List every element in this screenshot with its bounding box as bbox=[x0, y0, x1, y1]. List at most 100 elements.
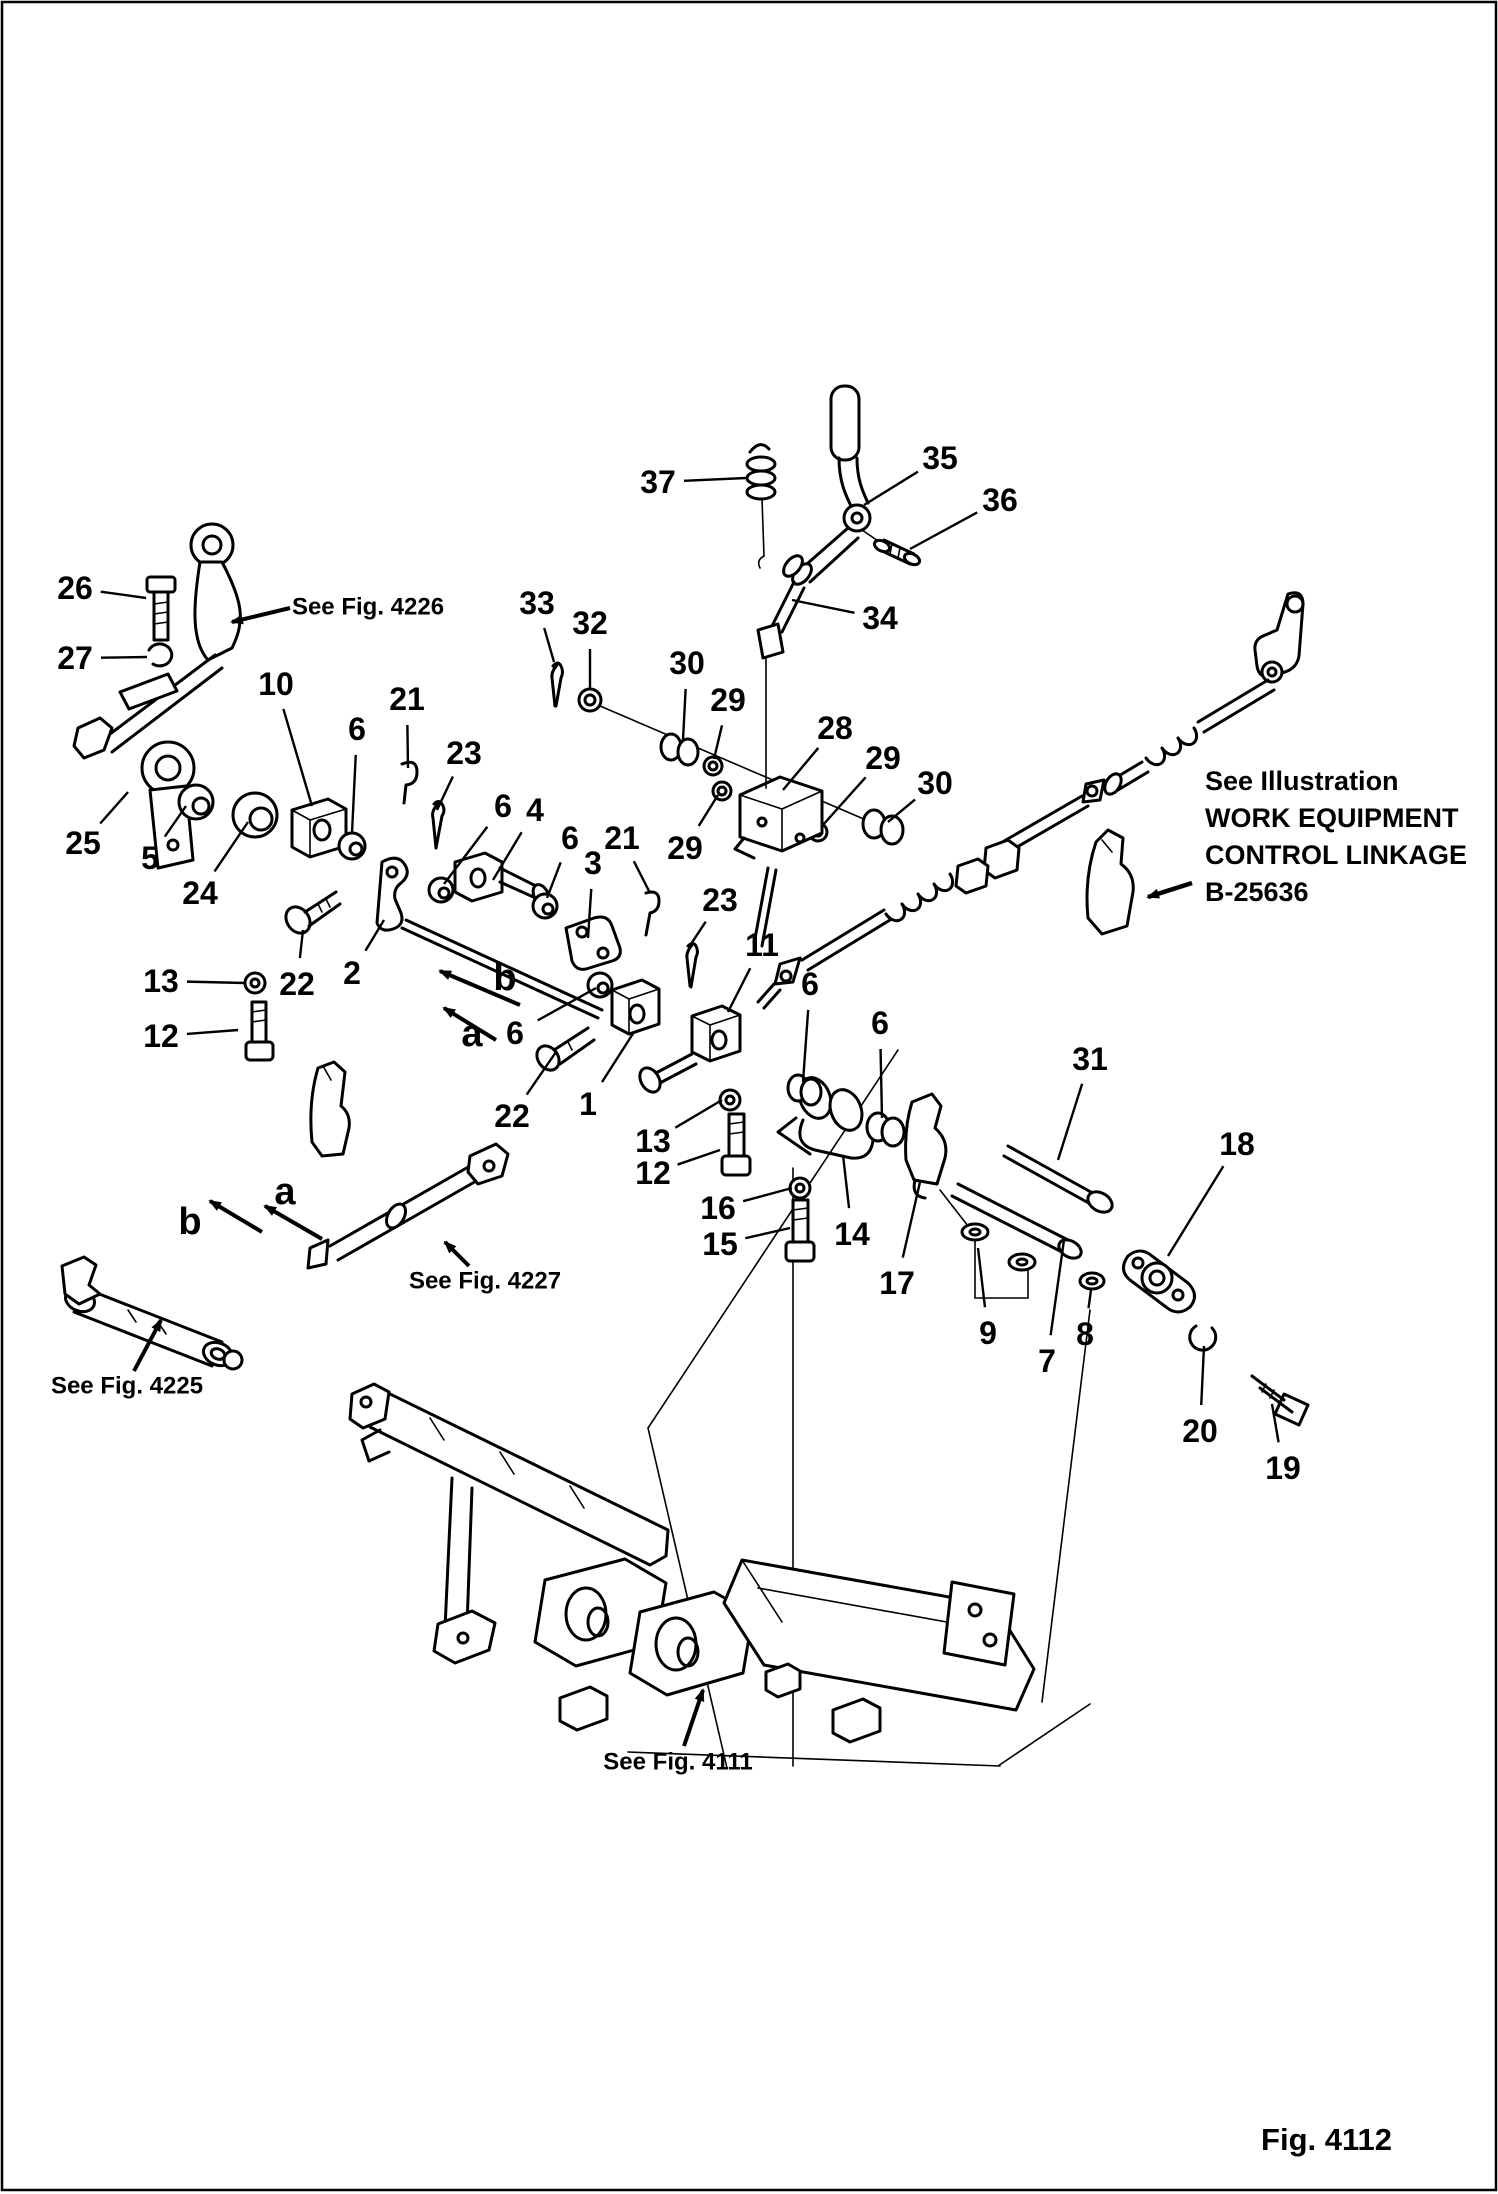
rod-fork-end bbox=[72, 716, 114, 760]
cotter-pin-23 bbox=[431, 800, 446, 850]
bolt-head bbox=[638, 1066, 662, 1094]
leader-line bbox=[282, 708, 314, 807]
part-label-27: 27 bbox=[57, 640, 93, 676]
bolt-12-shank bbox=[727, 1112, 746, 1158]
leader-line bbox=[545, 861, 562, 899]
frame-rail bbox=[368, 1391, 670, 1567]
leader-line bbox=[586, 888, 593, 939]
washer-9 bbox=[1007, 1252, 1037, 1272]
leader-line bbox=[901, 1181, 922, 1258]
pipe-fork bbox=[60, 1255, 102, 1306]
part-label-23: 23 bbox=[702, 882, 738, 918]
bolt-15-head bbox=[784, 1240, 816, 1263]
part-label-7: 7 bbox=[1038, 1343, 1056, 1379]
note-text: See Fig. 4227 bbox=[409, 1268, 561, 1295]
cotter-pin-33 bbox=[550, 661, 564, 708]
leader-line bbox=[1166, 1165, 1225, 1257]
leader-line bbox=[406, 724, 410, 769]
foot-block bbox=[831, 1697, 882, 1744]
note-arrow bbox=[132, 1318, 163, 1372]
lever-arm bbox=[309, 1060, 351, 1158]
part-label-21: 21 bbox=[604, 820, 640, 856]
part-label-36: 36 bbox=[982, 482, 1018, 518]
leader-line bbox=[712, 725, 724, 760]
leader-line bbox=[863, 470, 919, 507]
part-label-12: 12 bbox=[143, 1018, 179, 1054]
part-label-2: 2 bbox=[343, 955, 361, 991]
right-linkage-drawing bbox=[756, 591, 1305, 1010]
part-label-26: 26 bbox=[57, 570, 93, 606]
pin-31 bbox=[1002, 1144, 1100, 1208]
leader-line bbox=[1087, 1289, 1093, 1309]
leader-line bbox=[435, 775, 454, 811]
part-label-22: 22 bbox=[279, 966, 315, 1002]
bracket-28 bbox=[738, 775, 824, 853]
leader-line bbox=[841, 1154, 851, 1209]
leader-line bbox=[1270, 1403, 1280, 1443]
figure-caption: Fig. 4112 bbox=[1261, 2122, 1392, 2157]
leader-line bbox=[801, 1009, 810, 1083]
section-letter-b: b bbox=[178, 1201, 201, 1243]
bracket-link bbox=[752, 866, 778, 948]
part-label-34: 34 bbox=[862, 600, 898, 636]
leader-line bbox=[745, 1226, 791, 1240]
leader-line bbox=[726, 967, 752, 1013]
bolt-22-head bbox=[284, 905, 312, 935]
note-arrow bbox=[230, 606, 291, 625]
washer-13 bbox=[243, 971, 267, 995]
rod-34 bbox=[770, 580, 806, 634]
part-label-29: 29 bbox=[865, 740, 901, 776]
leader-line bbox=[681, 688, 687, 741]
lever-grip bbox=[829, 384, 861, 462]
part-label-28: 28 bbox=[817, 710, 853, 746]
mount-foot bbox=[432, 1609, 497, 1665]
leader-line bbox=[689, 921, 707, 945]
section-arrow-a bbox=[263, 1204, 324, 1241]
lever-35-drawing bbox=[745, 384, 922, 789]
part-label-6: 6 bbox=[561, 820, 579, 856]
part-label-31: 31 bbox=[1072, 1041, 1108, 1077]
clamp-14 bbox=[798, 1118, 877, 1160]
central-cluster-drawing bbox=[243, 661, 905, 1062]
part-label-33: 33 bbox=[519, 585, 555, 621]
snap-ring-27 bbox=[147, 642, 174, 668]
part-label-30: 30 bbox=[669, 645, 705, 681]
section-letter-a: a bbox=[461, 1013, 483, 1055]
part-label-15: 15 bbox=[702, 1226, 738, 1262]
note-text: See Fig. 4225 bbox=[51, 1373, 203, 1400]
leader-line bbox=[674, 1098, 723, 1129]
leader-line bbox=[742, 1186, 793, 1203]
clevis-end bbox=[466, 1142, 510, 1186]
part-label-6: 6 bbox=[506, 1015, 524, 1051]
leader-line bbox=[782, 747, 820, 791]
base-frame-drawing bbox=[348, 1382, 1091, 1767]
leader-line bbox=[683, 476, 747, 483]
part-label-9: 9 bbox=[979, 1315, 997, 1351]
leader-line bbox=[1049, 1239, 1066, 1336]
section-arrow-b bbox=[208, 1199, 264, 1234]
bearing-18-boss bbox=[1140, 1261, 1174, 1295]
part-label-23: 23 bbox=[446, 735, 482, 771]
support-plate bbox=[443, 1476, 474, 1630]
leader-line bbox=[791, 598, 855, 614]
part-label-14: 14 bbox=[834, 1216, 870, 1252]
section-arrow-a bbox=[442, 1006, 498, 1042]
washer-16 bbox=[788, 1176, 812, 1200]
leader-line bbox=[99, 791, 129, 825]
spring-37 bbox=[745, 443, 777, 569]
lever-17 bbox=[904, 1092, 948, 1186]
block-1 bbox=[610, 978, 661, 1036]
part-label-16: 16 bbox=[700, 1190, 736, 1226]
leader-line bbox=[1200, 1345, 1206, 1406]
control-rod bbox=[400, 918, 604, 1020]
leader-line bbox=[186, 980, 246, 985]
section-arrow-b bbox=[438, 969, 521, 1007]
part-label-6: 6 bbox=[348, 711, 366, 747]
leader-line bbox=[213, 821, 249, 873]
leader-line bbox=[677, 1148, 721, 1166]
part-label-35: 35 bbox=[922, 440, 958, 476]
